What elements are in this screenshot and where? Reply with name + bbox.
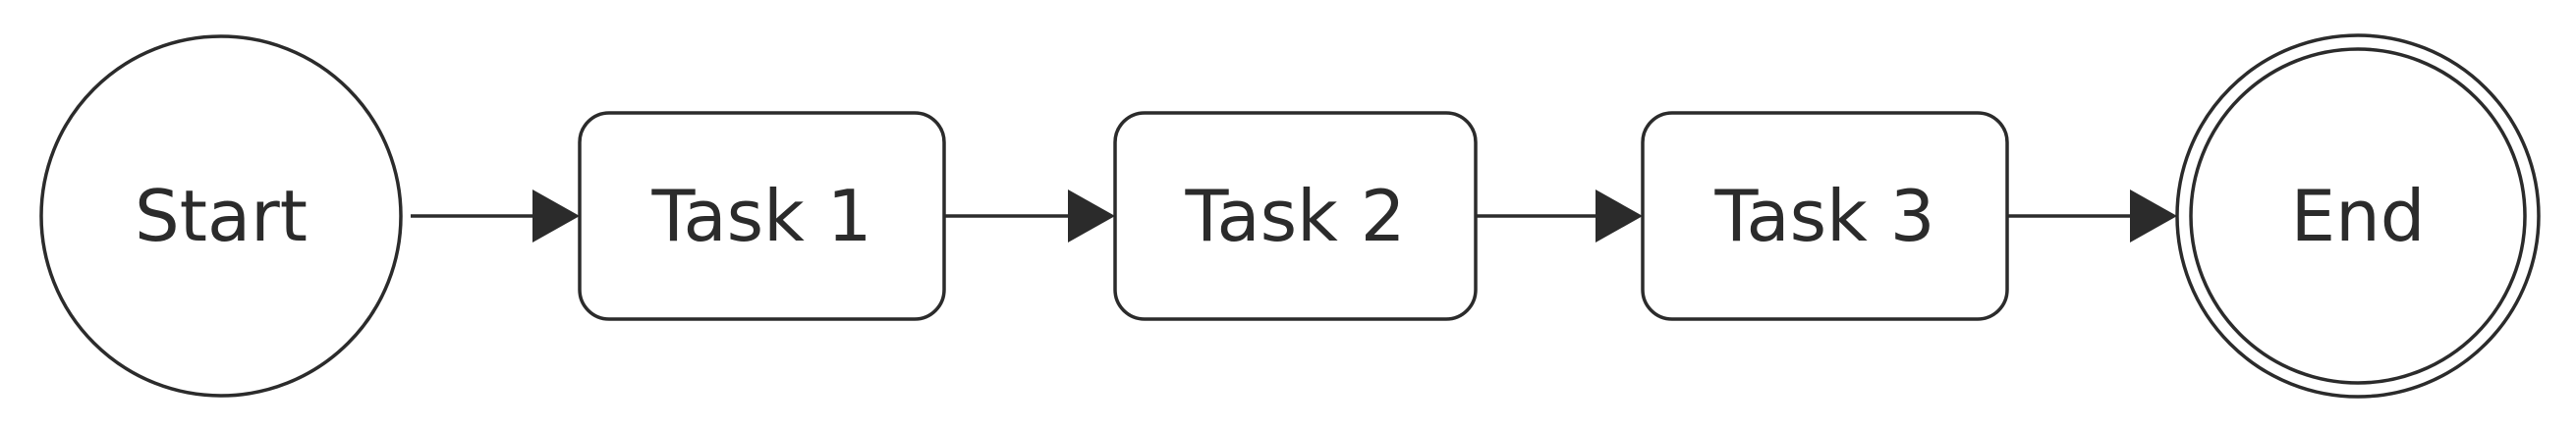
node-start: Start xyxy=(39,34,403,398)
task2-box xyxy=(1113,111,1478,321)
node-task1: Task 1 xyxy=(578,111,946,321)
arrowhead-icon xyxy=(1068,189,1115,243)
task1-box xyxy=(578,111,946,321)
task3-box xyxy=(1641,111,2009,321)
node-label-task1: Task 1 xyxy=(650,175,871,257)
node-task3: Task 3 xyxy=(1641,111,2009,321)
edge-task1-to-task2 xyxy=(944,189,1115,243)
arrowhead-icon xyxy=(2130,189,2177,243)
edge-task3-to-end xyxy=(2007,189,2177,243)
edge-task2-to-task3 xyxy=(1476,189,1643,243)
arrowhead-icon xyxy=(532,189,580,243)
start-circle xyxy=(39,34,403,398)
node-label-end: End xyxy=(2291,175,2426,257)
node-label-task3: Task 3 xyxy=(1713,175,1934,257)
node-label-start: Start xyxy=(135,175,308,257)
end-inner-circle xyxy=(2189,47,2527,385)
node-end: End xyxy=(2175,33,2541,399)
arrowhead-icon xyxy=(1596,189,1643,243)
edge-start-to-task1 xyxy=(411,189,580,243)
node-label-task2: Task 2 xyxy=(1184,175,1405,257)
node-task2: Task 2 xyxy=(1113,111,1478,321)
